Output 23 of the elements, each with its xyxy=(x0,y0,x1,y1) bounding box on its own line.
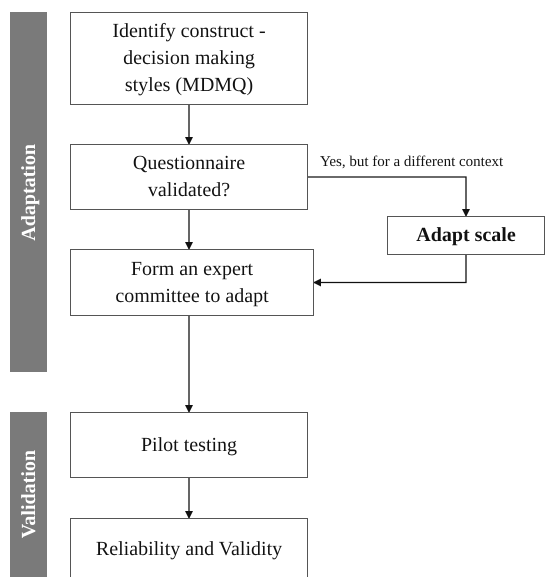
step-text: Form an expert committee to adapt xyxy=(114,256,270,308)
step-text: Reliability and Validity xyxy=(96,536,282,562)
phase-label: Adaptation xyxy=(16,144,40,240)
process-box xyxy=(70,518,308,577)
arrow xyxy=(185,210,193,250)
process-box xyxy=(70,12,308,105)
phase-label: Validation xyxy=(16,450,40,539)
arrow xyxy=(185,105,193,145)
process-box xyxy=(387,216,545,255)
step-text: Questionnaire validated? xyxy=(132,151,246,203)
arrow xyxy=(185,316,193,413)
phase-band xyxy=(10,412,47,577)
arrow xyxy=(185,478,193,519)
step-text: Adapt scale xyxy=(416,223,516,248)
process-box xyxy=(70,144,308,210)
process-box xyxy=(70,412,308,478)
arrow xyxy=(313,255,467,286)
phase-band xyxy=(10,12,47,372)
process-box xyxy=(70,249,314,316)
step-text: Identify construct - decision making styles (MDMQ) xyxy=(111,19,267,98)
arrow xyxy=(308,176,470,217)
step-text: Pilot testing xyxy=(140,432,238,458)
edge-label: Yes, but for a different context xyxy=(318,153,506,171)
